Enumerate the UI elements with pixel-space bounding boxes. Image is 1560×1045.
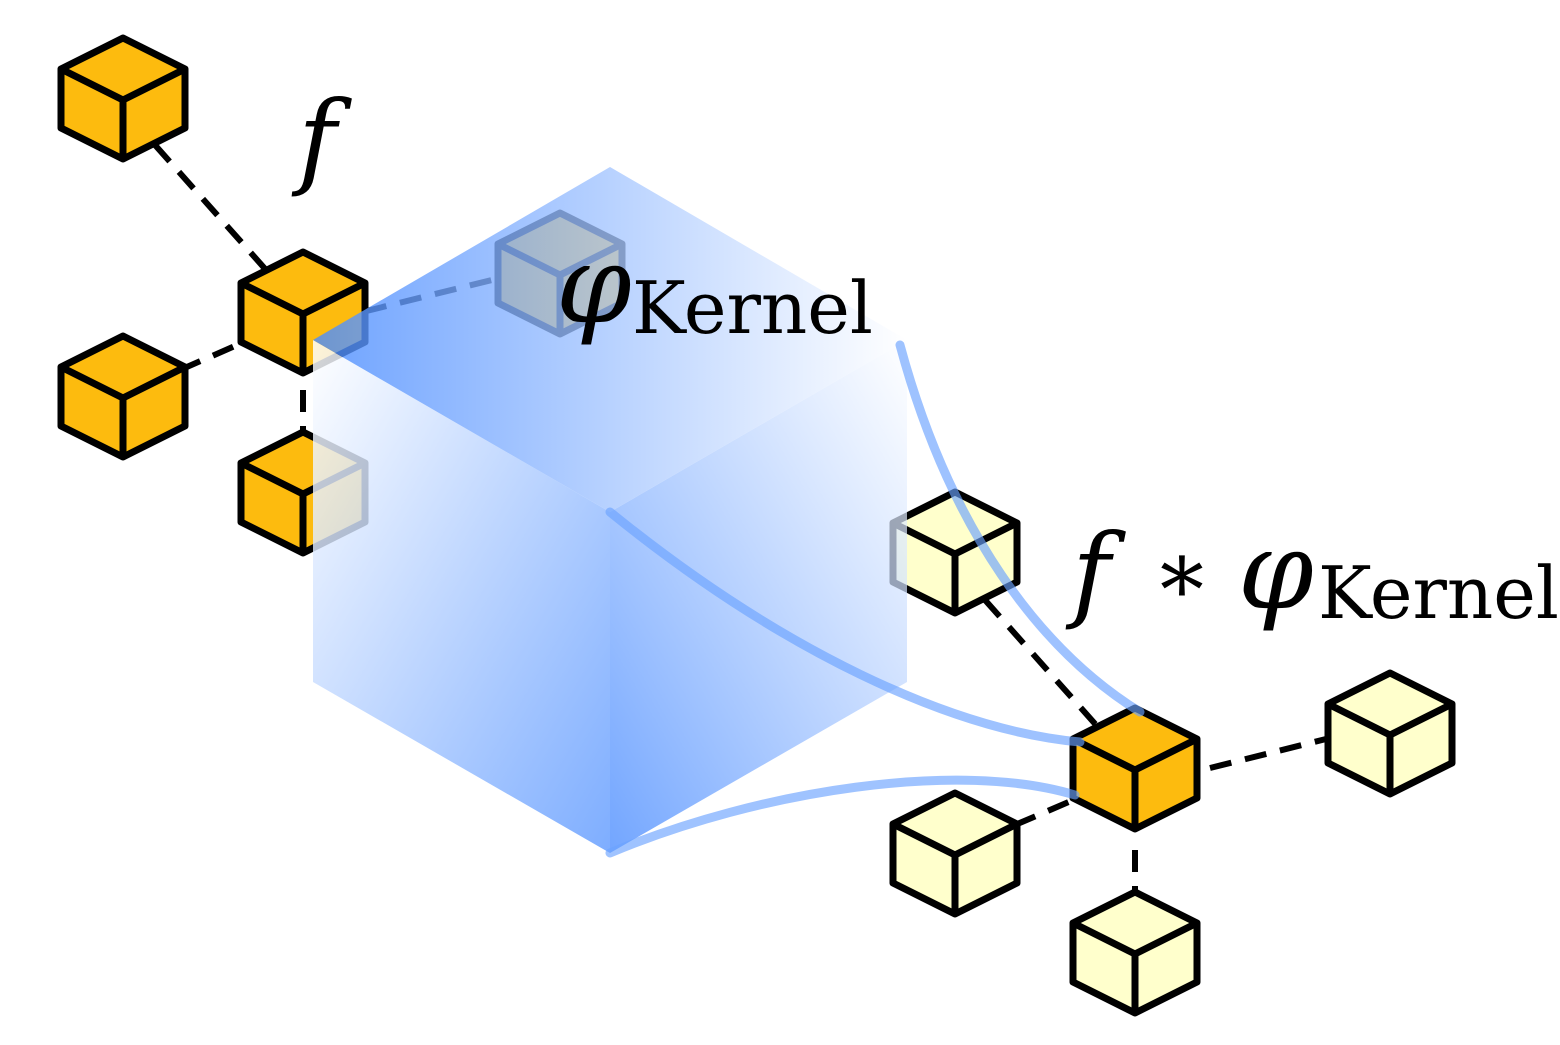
dashed-edge-top (152, 143, 278, 282)
output-phi-symbol: φ (1238, 509, 1314, 634)
label-convolution: f ∗ φ Kernel (1065, 509, 1559, 635)
connector-curve-top (895, 340, 1145, 717)
kernel-subscript: Kernel (632, 266, 873, 350)
kernel-cube (313, 167, 907, 853)
output-cube-top (889, 488, 1021, 617)
label-phi-kernel: φ Kernel (556, 223, 873, 350)
output-cube-center (1069, 704, 1201, 833)
input-cube-left (57, 332, 189, 461)
kernel-connectors (605, 340, 1145, 858)
kernel-face-top (313, 167, 907, 512)
connector-curve-bottom (605, 775, 1080, 858)
kernel-face-left (313, 340, 610, 853)
dashed-edge-top (982, 598, 1108, 737)
output-cluster (889, 488, 1456, 1017)
dashed-edge-left (1013, 792, 1087, 828)
connector-curve-middle (605, 507, 1085, 747)
output-cube-right (1324, 669, 1456, 798)
output-kernel-subscript: Kernel (1318, 551, 1559, 635)
dashed-edge-right (1209, 735, 1331, 771)
kernel-face-right (610, 340, 907, 853)
output-cube-left (889, 789, 1021, 918)
convolution-operator: ∗ (1152, 521, 1212, 624)
kernel-phi-symbol: φ (556, 223, 632, 348)
label-f: f (291, 78, 352, 200)
input-cube-top-left (57, 34, 189, 163)
output-connectors (982, 598, 1331, 925)
output-cube-bottom (1069, 888, 1201, 1017)
input-function-label: f (291, 78, 352, 200)
output-function-label: f (1065, 511, 1126, 633)
